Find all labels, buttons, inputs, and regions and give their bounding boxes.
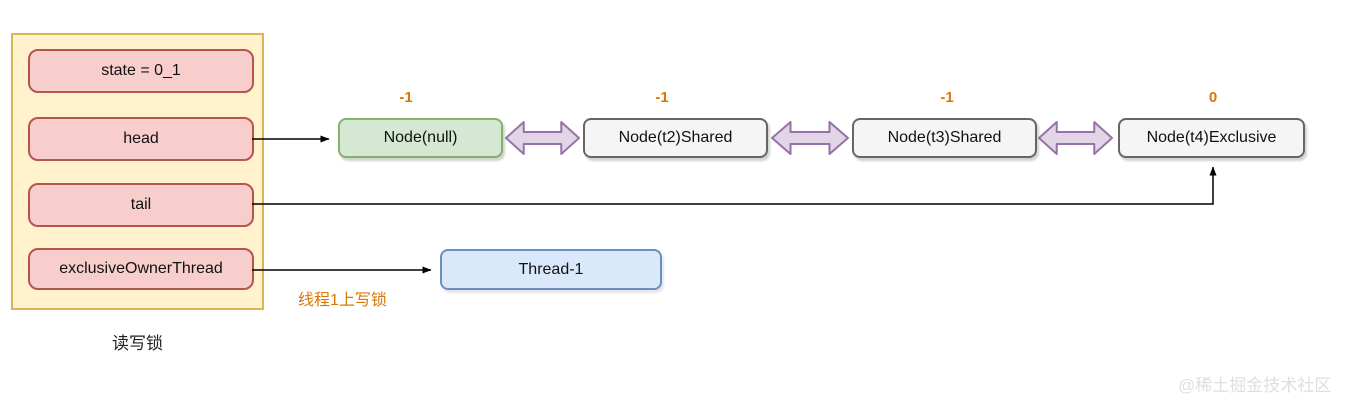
field-state: state = 0_1 <box>28 49 254 93</box>
bidirectional-arrow-icon <box>504 121 581 155</box>
bidirectional-arrow-icon <box>1037 121 1114 155</box>
tail-to-node-arrow <box>252 166 1217 205</box>
node-t4-label: Node(t4)Exclusive <box>1146 129 1277 146</box>
field-exclusive-owner-thread-label: exclusiveOwnerThread <box>59 260 223 277</box>
thread-1-label: Thread-1 <box>518 260 584 278</box>
field-head: head <box>28 117 254 161</box>
node-t3-label: Node(t3)Shared <box>887 129 1002 146</box>
node-t4-box: Node(t4)Exclusive <box>1118 118 1305 158</box>
wait-status-node-t2: -1 <box>655 89 669 106</box>
lock-caption: 读写锁 <box>112 334 163 353</box>
watermark-text: @稀土掘金技术社区 <box>1178 376 1332 395</box>
field-exclusive-owner-thread: exclusiveOwnerThread <box>28 248 254 290</box>
node-t2-label: Node(t2)Shared <box>618 129 733 146</box>
write-lock-annotation: 线程1上写锁 <box>298 292 387 309</box>
wait-status-node-null: -1 <box>399 89 413 106</box>
field-state-label: state = 0_1 <box>101 62 181 79</box>
node-null-box: Node(null) <box>338 118 503 158</box>
field-tail-label: tail <box>130 196 152 213</box>
bidirectional-arrow-icon <box>771 121 849 155</box>
field-head-label: head <box>123 130 159 147</box>
node-t2-box: Node(t2)Shared <box>583 118 768 158</box>
field-tail: tail <box>28 183 254 227</box>
node-null-label: Node(null) <box>383 129 458 146</box>
thread-1-box: Thread-1 <box>440 249 662 290</box>
node-t3-box: Node(t3)Shared <box>852 118 1037 158</box>
wait-status-node-t4: 0 <box>1208 89 1218 106</box>
wait-status-node-t3: -1 <box>940 89 954 106</box>
lock-object-container: state = 0_1 head tail exclusiveOwnerThre… <box>11 33 264 310</box>
